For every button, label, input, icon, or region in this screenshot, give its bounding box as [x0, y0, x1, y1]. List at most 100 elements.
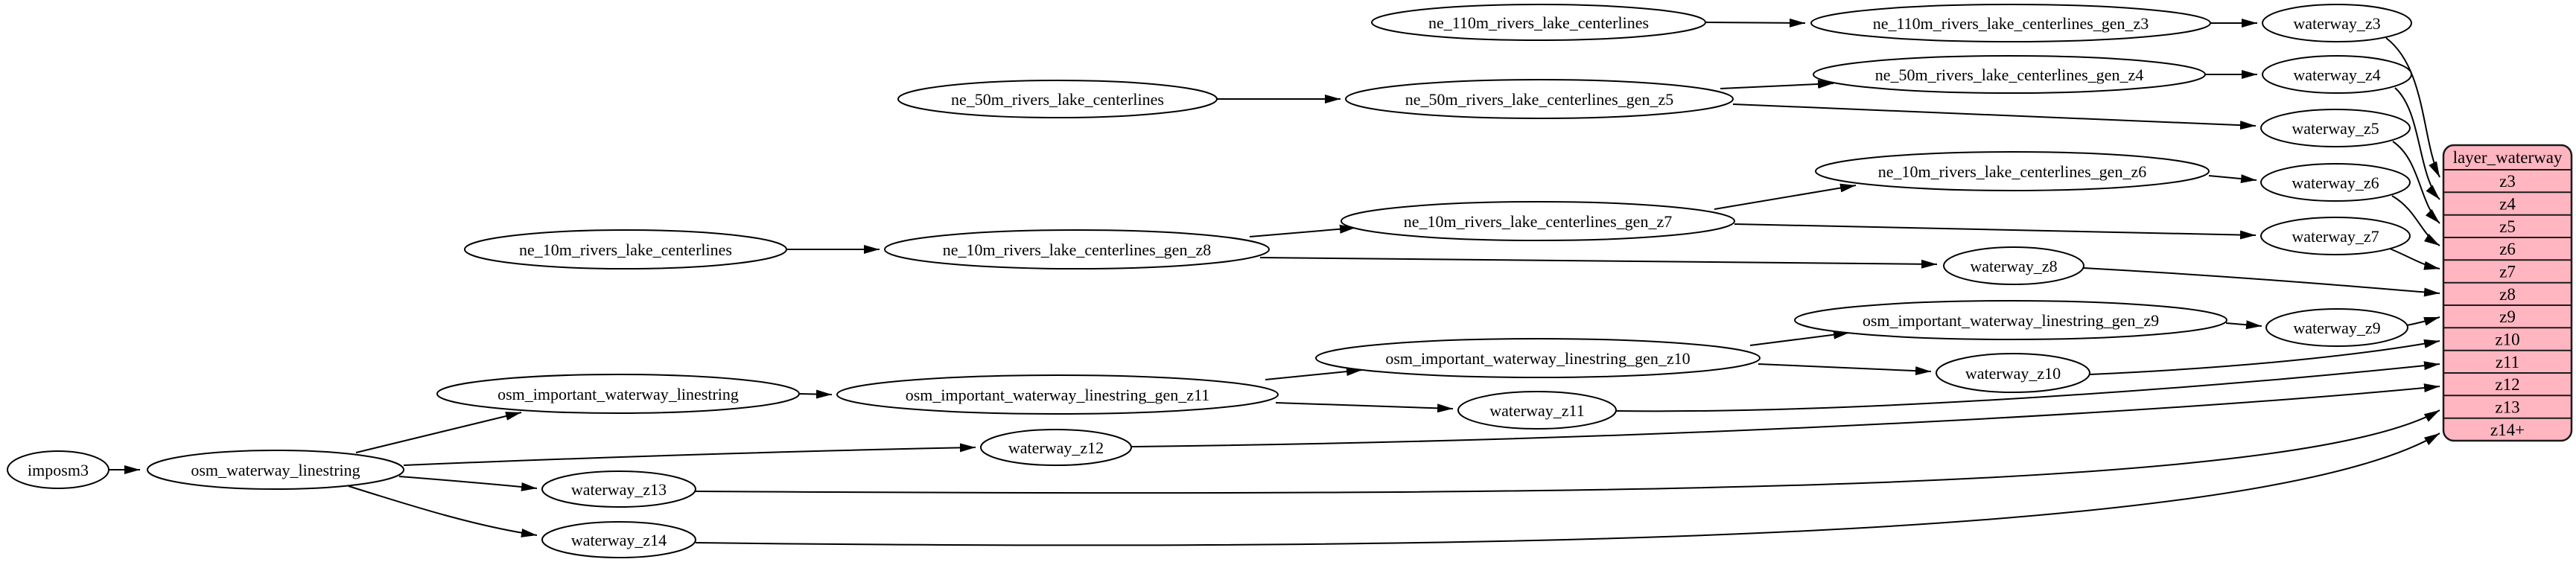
node-waterway_z5: waterway_z5: [2260, 109, 2411, 147]
gen_z3-shape: [1810, 4, 2211, 42]
waterway_z7-shape: [2260, 217, 2411, 255]
table-row-z10: z10: [2495, 331, 2519, 349]
ne_110m-shape: [1371, 4, 1706, 41]
edge-osm_waterway_linestring-waterway_z12: [403, 443, 976, 466]
node-waterway_z13: waterway_z13: [541, 470, 696, 508]
edge-gen_z10-waterway_z10: [1758, 363, 1932, 376]
waterway_z8-shape: [1943, 246, 2084, 285]
table-row-z11: z11: [2496, 353, 2519, 371]
waterway_z13-label: waterway_z13: [571, 480, 667, 499]
waterway_z13-shape: [541, 470, 696, 508]
edge-gen_z9-waterway_z9: [2225, 320, 2262, 330]
waterway_z9-label: waterway_z9: [2293, 319, 2380, 337]
waterway_z11-shape: [1457, 391, 1617, 430]
gen_z3-label: ne_110m_rivers_lake_centerlines_gen_z3: [1873, 14, 2149, 33]
gen_z5-shape: [1345, 79, 1734, 119]
edge-waterway_z3-row_z3: [2385, 37, 2440, 178]
table-row-z14plus: z14+: [2490, 421, 2525, 439]
table-row-z5: z5: [2499, 217, 2516, 236]
gen_z4-label: ne_50m_rivers_lake_centerlines_gen_z4: [1875, 66, 2143, 84]
waterway_z3-label: waterway_z3: [2293, 14, 2380, 33]
node-imposm3: imposm3: [7, 450, 109, 489]
gen_z6-shape: [1815, 151, 2210, 191]
edge-gen_z5-waterway_z5: [1732, 103, 2257, 130]
node-waterway_z3: waterway_z3: [2262, 4, 2412, 42]
layer-waterway-table: layer_waterway z3 z4 z5 z6 z7 z8 z9 z10 …: [2442, 144, 2573, 442]
edges: [109, 18, 2440, 546]
edge-waterway_z5-row_z5: [2392, 141, 2440, 224]
waterway_z12-shape: [980, 429, 1132, 466]
node-waterway_z7: waterway_z7: [2260, 217, 2411, 255]
osm_waterway_linestring-shape: [147, 450, 404, 490]
table-row-z3: z3: [2499, 172, 2516, 191]
gen_z7-label: ne_10m_rivers_lake_centerlines_gen_z7: [1404, 212, 1672, 231]
node-waterway_z9: waterway_z9: [2265, 308, 2408, 347]
node-ne_50m_rivers_lake_centerlines_gen_z4: ne_50m_rivers_lake_centerlines_gen_z4: [1813, 55, 2206, 94]
node-osm_important_waterway_linestring_gen_z10: osm_important_waterway_linestring_gen_z1…: [1315, 338, 1761, 378]
edge-gen_z8-gen_z7: [1249, 224, 1356, 237]
table-row-z6: z6: [2499, 240, 2516, 258]
node-waterway_z12: waterway_z12: [980, 429, 1132, 466]
gen_z6-label: ne_10m_rivers_lake_centerlines_gen_z6: [1878, 162, 2146, 181]
waterway_z8-label: waterway_z8: [1970, 257, 2057, 275]
edge-gen_z7-gen_z6: [1714, 183, 1857, 210]
nodes: imposm3 osm_waterway_linestring osm_impo…: [7, 4, 2412, 558]
node-ne_10m_rivers_lake_centerlines: ne_10m_rivers_lake_centerlines: [464, 229, 787, 269]
ne_10m-label: ne_10m_rivers_lake_centerlines: [519, 240, 732, 259]
gen_z7-shape: [1341, 201, 1735, 241]
edge-gen_z5-gen_z4: [1720, 79, 1834, 89]
node-osm_important_waterway_linestring_gen_z9: osm_important_waterway_linestring_gen_z9: [1794, 300, 2227, 340]
edge-ne_110m-gen_z3: [1705, 18, 1806, 28]
waterway_z14-label: waterway_z14: [571, 531, 667, 549]
node-osm_important_waterway_linestring: osm_important_waterway_linestring: [436, 374, 800, 414]
gen_z5-label: ne_50m_rivers_lake_centerlines_gen_z5: [1405, 90, 1673, 109]
node-waterway_z14: waterway_z14: [541, 521, 696, 558]
edge-waterway_z4-row_z4: [2394, 87, 2440, 200]
node-ne_10m_rivers_lake_centerlines_gen_z7: ne_10m_rivers_lake_centerlines_gen_z7: [1341, 201, 1735, 241]
waterway_z4-label: waterway_z4: [2293, 66, 2380, 84]
waterway_z7-label: waterway_z7: [2292, 227, 2379, 246]
edge-osm_waterway_linestring-waterway_z13: [398, 476, 538, 491]
ne_110m-label: ne_110m_rivers_lake_centerlines: [1428, 13, 1649, 32]
waterway_z6-shape: [2260, 163, 2411, 202]
waterway_z10-label: waterway_z10: [1965, 364, 2061, 383]
gen_z8-shape: [884, 229, 1270, 269]
node-waterway_z10: waterway_z10: [1936, 353, 2090, 393]
node-waterway_z8: waterway_z8: [1943, 246, 2084, 285]
node-waterway_z4: waterway_z4: [2262, 55, 2412, 94]
edge-osm_waterway_linestring-osm_important_waterway_linestring: [355, 412, 522, 453]
edge-waterway_z14-row_z14plus: [695, 433, 2440, 546]
table-row-z4: z4: [2499, 195, 2516, 214]
layer-waterway-table-frame: [2442, 144, 2573, 442]
table-row-z9: z9: [2499, 307, 2516, 326]
node-ne_50m_rivers_lake_centerlines_gen_z5: ne_50m_rivers_lake_centerlines_gen_z5: [1345, 79, 1734, 119]
waterway_z10-shape: [1936, 353, 2090, 393]
edge-waterway_z8-row_z8: [2083, 267, 2440, 297]
node-waterway_z6: waterway_z6: [2260, 163, 2411, 202]
waterway_z9-shape: [2265, 308, 2408, 347]
gen_z8-label: ne_10m_rivers_lake_centerlines_gen_z8: [943, 240, 1211, 259]
edge-osm_important_waterway_linestring-gen_z11: [799, 389, 833, 399]
table-row-z13: z13: [2495, 398, 2519, 417]
edge-waterway_z10-row_z10: [2089, 339, 2440, 375]
edge-waterway_z6-row_z6: [2391, 195, 2440, 246]
node-ne_110m_rivers_lake_centerlines_gen_z3: ne_110m_rivers_lake_centerlines_gen_z3: [1810, 4, 2211, 42]
edge-gen_z7-waterway_z7: [1734, 223, 2257, 240]
edge-waterway_z7-row_z7: [2389, 248, 2440, 270]
edge-gen_z10-gen_z9: [1749, 330, 1850, 346]
osm_important_waterway_linestring-label: osm_important_waterway_linestring: [497, 385, 739, 403]
waterway_z14-shape: [541, 521, 696, 558]
waterway_z6-label: waterway_z6: [2292, 173, 2379, 192]
table-row-z12: z12: [2495, 375, 2519, 394]
gen_z10-shape: [1315, 338, 1761, 378]
waterway_z4-shape: [2262, 55, 2412, 94]
waterway_z12-label: waterway_z12: [1008, 438, 1104, 457]
waterway_z11-label: waterway_z11: [1489, 401, 1584, 420]
edge-gen_z6-waterway_z6: [2208, 174, 2257, 184]
edge-gen_z11-gen_z10: [1265, 367, 1363, 380]
gen_z10-label: osm_important_waterway_linestring_gen_z1…: [1385, 349, 1690, 368]
node-ne_10m_rivers_lake_centerlines_gen_z8: ne_10m_rivers_lake_centerlines_gen_z8: [884, 229, 1270, 269]
table-header-label: layer_waterway: [2453, 148, 2563, 167]
